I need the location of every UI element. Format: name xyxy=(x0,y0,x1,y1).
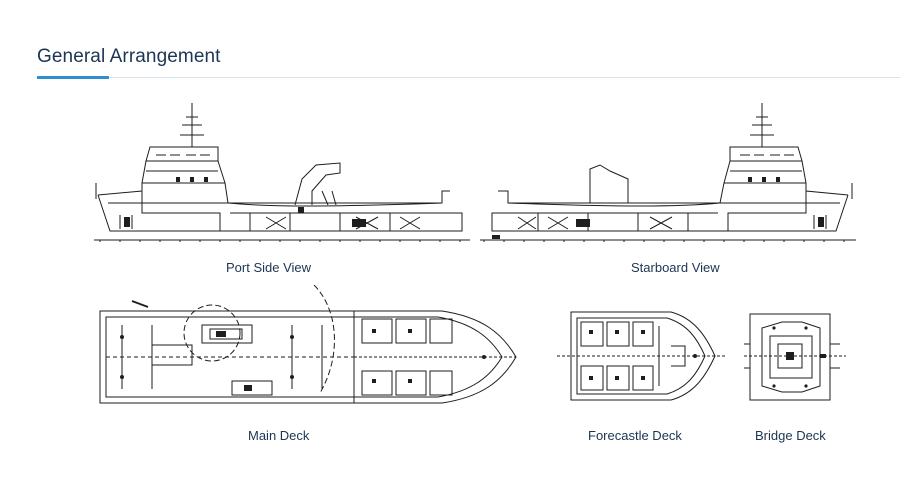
header-accent-bar xyxy=(37,76,109,79)
starboard-view-drawing xyxy=(478,95,858,242)
bridge-deck-drawing xyxy=(742,308,850,404)
caption-forecastle-deck: Forecastle Deck xyxy=(588,428,682,443)
section-header: General Arrangement xyxy=(37,46,221,68)
caption-bridge-deck: Bridge Deck xyxy=(755,428,826,443)
caption-port-side-view: Port Side View xyxy=(226,260,312,275)
main-deck-drawing xyxy=(92,285,524,410)
forecastle-deck-drawing xyxy=(555,306,730,406)
header-divider xyxy=(37,77,900,78)
caption-starboard-view: Starboard View xyxy=(631,260,720,275)
port-side-view-drawing xyxy=(90,95,475,242)
caption-main-deck: Main Deck xyxy=(248,428,310,443)
page-title: General Arrangement xyxy=(37,46,221,67)
